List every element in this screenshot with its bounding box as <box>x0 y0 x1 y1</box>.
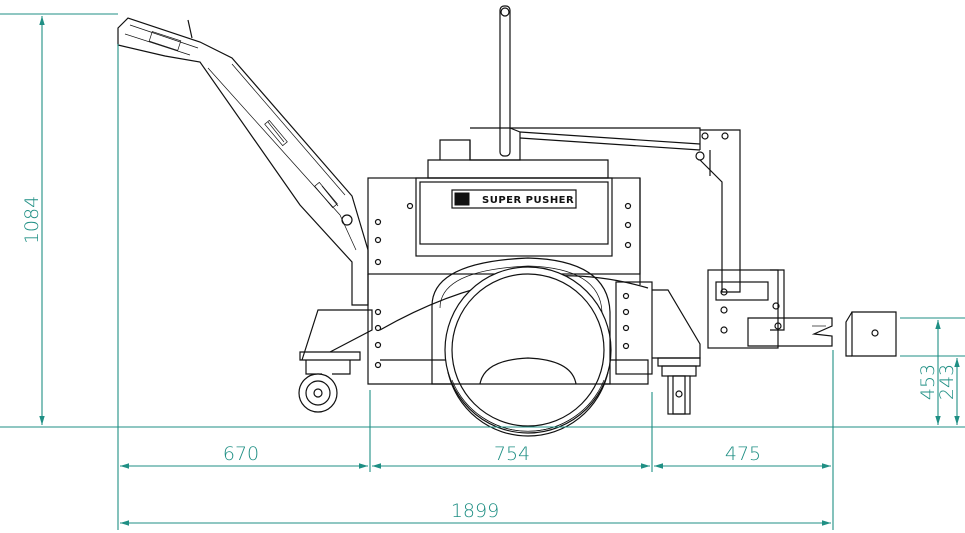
machine-drawing: SUPER PUSHER <box>117 5 897 437</box>
lift-mast <box>469 5 741 293</box>
brand-label: SUPER PUSHER <box>482 195 574 206</box>
trailer-bracket <box>845 311 897 357</box>
front-frame <box>615 281 701 375</box>
coupling-arm <box>707 269 833 349</box>
chassis-body: SUPER PUSHER <box>367 127 701 385</box>
rear-section-label: 670 <box>223 443 259 465</box>
dimension-labels: 1084 670 754 475 1899 453 243 <box>21 196 958 522</box>
middle-section-label: 754 <box>494 443 530 465</box>
overall-height-label: 1084 <box>21 196 43 244</box>
dimension-lines <box>0 13 965 530</box>
drive-wheel <box>379 257 649 437</box>
rear-caster-wheel <box>298 309 373 413</box>
front-caster-wheel <box>661 365 697 415</box>
coupling-height-top-label: 453 <box>917 364 939 400</box>
front-section-label: 475 <box>725 443 761 465</box>
coupling-height-bottom-label: 243 <box>936 364 958 400</box>
overall-length-label: 1899 <box>451 500 499 522</box>
tiller-handle <box>117 17 369 306</box>
brand-plate <box>451 189 577 209</box>
